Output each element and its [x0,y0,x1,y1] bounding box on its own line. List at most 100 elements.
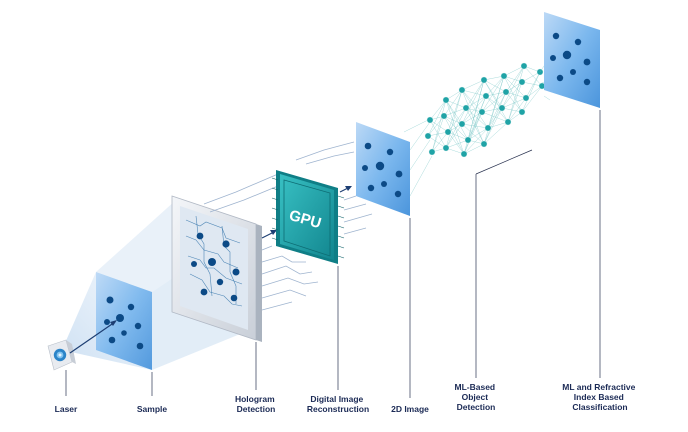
network-edge [461,89,485,145]
network-edge [501,97,527,109]
network-edge [467,127,489,141]
network-node [458,86,466,94]
network-edge [483,75,505,81]
label-laser: Laser [55,404,78,414]
network-node [478,108,486,116]
image-2d-panel [356,122,410,216]
network-edge [431,99,447,153]
network-node [504,118,512,126]
network-node [464,136,472,144]
network-edge [503,75,527,99]
network-edge [465,79,485,109]
network-edge [481,107,503,113]
network-edge [521,71,541,83]
network-edge [461,79,485,91]
network-edge [481,91,507,113]
gpu-chip: GPU [271,170,345,264]
network-node [458,120,466,128]
network-node [520,62,528,70]
network-node [480,140,488,148]
label-sample: Sample [137,404,168,414]
network-edge [483,107,503,145]
neural-network [424,62,546,158]
network-edge [505,91,527,99]
hologram-pattern [185,215,243,307]
network-edge [447,131,465,155]
network-edge [507,81,523,123]
network-edge [505,65,525,93]
network-node [426,116,434,124]
network-node [442,144,450,152]
label-ml-object-detection: ML-Based Object Detection [455,382,498,412]
network-edge [483,91,507,145]
network-edge [461,89,483,113]
network-edge [483,75,505,145]
network-node [502,88,510,96]
network-edge [525,85,543,99]
network-edge [465,95,487,109]
network-edge [521,85,543,113]
network-edge [501,65,525,109]
stage-labels: Laser Sample Hologram Detection Digital … [55,382,637,414]
label-ml-refractive-classification: ML and Refractive Index Based Classifica… [562,382,637,412]
network-edge [521,81,543,87]
network-node [444,128,452,136]
network-edge [525,71,541,99]
network-edge [447,131,469,141]
network-edge [445,99,463,125]
network-edge [445,123,463,149]
network-edge [427,115,445,137]
network-edge [461,95,487,125]
network-edge [443,115,465,155]
network-edge [461,79,485,125]
network-node [442,96,450,104]
network-edge [505,91,523,113]
network-node [498,104,506,112]
network-edge [501,81,523,109]
sample-panel [69,272,152,370]
network-edge [445,107,467,149]
network-node [440,112,448,120]
network-node [518,78,526,86]
network-edge [487,91,507,129]
network-node [460,150,468,158]
network-edge [429,99,447,121]
network-edge [485,91,507,97]
network-node [428,148,436,156]
network-edge [431,115,445,153]
network-node [518,108,526,116]
hologram-detector [171,195,277,342]
classification-panel [544,12,600,108]
network-edge [461,123,485,145]
network-edge [521,71,541,113]
network-edge [427,99,447,137]
network-node [484,124,492,132]
network-edge [443,107,467,117]
network-edge [481,111,509,123]
network-edge [427,135,447,149]
network-node [424,132,432,140]
network-edge [503,65,525,77]
network-edge [447,89,463,133]
network-edge [485,75,505,97]
network-edge [481,75,505,113]
network-edge [507,65,525,123]
network-edge [445,89,463,149]
label-hologram-detection: Hologram Detection [235,394,277,414]
network-edge [467,95,487,141]
network-edge [463,111,483,155]
network-edge [463,127,489,155]
network-node [482,92,490,100]
network-edge [447,107,467,133]
label-2d-image: 2D Image [391,404,429,414]
network-edge [463,95,487,155]
leader-lines [65,110,601,398]
laser-device [47,339,76,371]
label-digital-image-reconstruction: Digital Image Reconstruction [307,394,369,414]
network-edge [443,89,463,117]
network-edge [445,99,467,109]
hologram-to-gpu-wires [203,173,319,311]
network-node [522,94,530,102]
network-node [462,104,470,112]
